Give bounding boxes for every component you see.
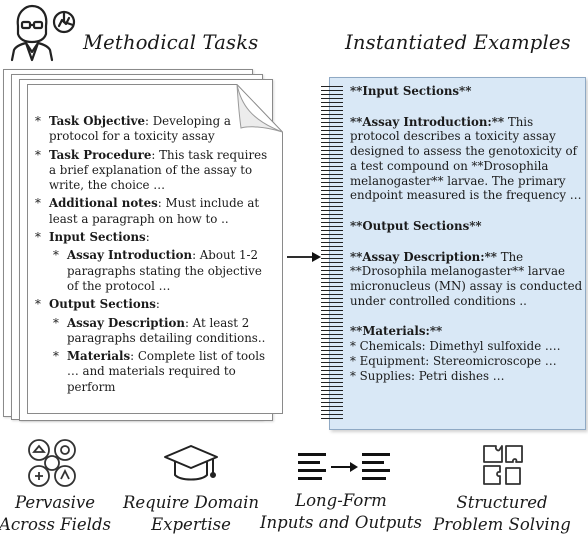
notebook-ring <box>321 182 343 187</box>
notebook-ring <box>321 398 343 403</box>
notebook-ring <box>321 366 343 371</box>
notebook-ring <box>321 238 343 243</box>
example-notebook: **Input Sections** **Assay Introduction:… <box>321 77 586 430</box>
bullet-additional-notes: *Additional notes: Must include at least… <box>35 196 260 226</box>
notebook-ring <box>321 310 343 315</box>
task-bullets: *Task Objective: Developing a protocol f… <box>35 114 271 398</box>
notebook-ring <box>321 126 343 131</box>
notebook-ring <box>321 150 343 155</box>
notebook-ring <box>321 246 343 251</box>
output-sections-header: **Output Sections** <box>350 218 482 233</box>
materials-item-supplies: * Supplies: Petri dishes … <box>350 368 505 383</box>
notebook-ring <box>321 110 343 115</box>
fields-icon <box>28 439 76 487</box>
materials-paragraph: **Materials:** * Chemicals: Dimethyl sul… <box>350 324 561 383</box>
notebook-ring <box>321 198 343 203</box>
bullet-task-objective: *Task Objective: Developing a protocol f… <box>35 114 231 144</box>
notebook-ring <box>321 342 343 347</box>
notebook-ring <box>321 190 343 195</box>
bullet-assay-description: *Assay Description: At least 2 paragraph… <box>53 315 266 345</box>
assay-introduction-paragraph: **Assay Introduction:** This protocol de… <box>350 114 582 203</box>
materials-item-chemicals: * Chemicals: Dimethyl sulfoxide …. <box>350 339 561 354</box>
notebook-ring <box>321 270 343 275</box>
bullet-output-sections: *Output Sections: <box>35 297 160 312</box>
puzzle-icon <box>483 445 523 485</box>
notebook-ring <box>321 206 343 211</box>
notebook-ring <box>321 350 343 355</box>
methodical-tasks-title: Methodical Tasks <box>83 31 259 54</box>
assay-description-paragraph: **Assay Description:** The **Drosophila … <box>350 249 583 308</box>
notebook-ring <box>321 158 343 163</box>
notebook-ring <box>321 174 343 179</box>
notebook-ring <box>321 102 343 107</box>
input-sections-header: **Input Sections** <box>350 84 472 98</box>
notebook-ring <box>321 118 343 123</box>
notebook-ring <box>321 262 343 267</box>
long-form-arrow-icon <box>298 453 390 480</box>
bullet-task-procedure: *Task Procedure: This task requires a br… <box>35 147 268 193</box>
notebook-ring <box>321 302 343 307</box>
notebook-ring <box>321 254 343 259</box>
notebook-ring <box>321 390 343 395</box>
materials-item-equipment: * Equipment: Stereomicroscope … <box>350 353 557 368</box>
notebook-ring <box>321 222 343 227</box>
graduation-cap-icon <box>164 445 218 481</box>
notebook-ring <box>321 374 343 379</box>
notebook-ring <box>321 142 343 147</box>
bullet-materials: *Materials: Complete list of tools … and… <box>53 349 266 394</box>
notebook-ring <box>321 358 343 363</box>
notebook-ring <box>321 414 343 419</box>
notebook-ring <box>321 334 343 339</box>
notebook-ring <box>321 214 343 219</box>
notebook-ring <box>321 278 343 283</box>
notebook-ring <box>321 94 343 99</box>
notebook-ring <box>321 286 343 291</box>
task-document: *Task Objective: Developing a protocol f… <box>27 84 283 414</box>
notebook-ring <box>321 86 343 91</box>
notebook-ring <box>321 134 343 139</box>
notebook-text: **Input Sections** **Assay Introduction:… <box>350 84 584 383</box>
notebook-ring <box>321 382 343 387</box>
expert-icon <box>10 4 76 62</box>
notebook-ring <box>321 230 343 235</box>
bullet-input-sections: *Input Sections: <box>35 230 150 245</box>
right-arrow-icon <box>287 252 321 262</box>
notebook-ring <box>321 166 343 171</box>
instantiated-examples-title: Instantiated Examples <box>345 31 571 54</box>
bullet-assay-introduction: *Assay Introduction: About 1-2 paragraph… <box>53 248 262 293</box>
task-document-page <box>27 84 283 414</box>
notebook-ring <box>321 406 343 411</box>
notebook-ring <box>321 318 343 323</box>
notebook-ring <box>321 326 343 331</box>
notebook-ring <box>321 294 343 299</box>
